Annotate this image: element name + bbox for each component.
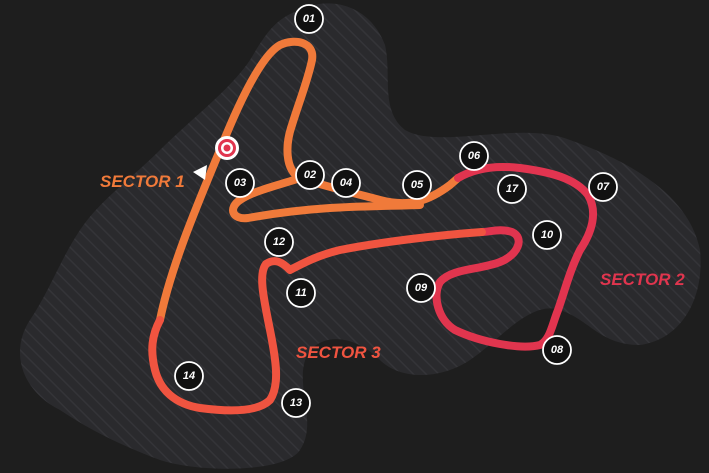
svg-text:04: 04 (340, 177, 352, 189)
svg-text:01: 01 (303, 13, 315, 25)
turn-marker-14: 14 (174, 361, 204, 391)
turn-marker-04: 04 (331, 168, 361, 198)
sector-3-label: SECTOR 3 (296, 343, 381, 362)
svg-text:14: 14 (183, 370, 195, 382)
svg-text:05: 05 (411, 179, 424, 191)
svg-text:06: 06 (468, 150, 481, 162)
svg-text:17: 17 (506, 183, 519, 195)
svg-text:11: 11 (295, 287, 306, 299)
sector-1-label: SECTOR 1 (100, 172, 185, 191)
target-icon (215, 136, 239, 160)
turn-marker-08: 08 (542, 335, 572, 365)
svg-text:02: 02 (304, 169, 316, 181)
triangle-arrow-icon (193, 165, 207, 180)
svg-text:12: 12 (273, 236, 285, 248)
turn-marker-13: 13 (281, 388, 311, 418)
svg-text:13: 13 (290, 397, 302, 409)
svg-text:08: 08 (551, 344, 564, 356)
svg-text:09: 09 (415, 282, 428, 294)
turn-marker-05: 05 (402, 170, 432, 200)
turn-marker-03: 03 (225, 168, 255, 198)
svg-text:03: 03 (234, 177, 246, 189)
turn-marker-09: 09 (406, 273, 436, 303)
svg-text:10: 10 (541, 229, 554, 241)
sector-3-track (148, 228, 486, 415)
turn-marker-06: 06 (459, 141, 489, 171)
turn-marker-10: 10 (532, 220, 562, 250)
sector-2-track (432, 162, 598, 351)
turn-marker-07: 07 (588, 172, 618, 202)
svg-text:07: 07 (597, 181, 610, 193)
turn-marker-02: 02 (295, 160, 325, 190)
sector-2-label: SECTOR 2 (600, 270, 685, 289)
turn-marker-17: 17 (497, 174, 527, 204)
turn-marker-11: 11 (286, 278, 316, 308)
turn-marker-01: 01 (294, 4, 324, 34)
turn-marker-12: 12 (264, 227, 294, 257)
sector-1-inner-link (229, 174, 424, 223)
sector-1-track (156, 37, 462, 324)
land-area (20, 3, 701, 469)
